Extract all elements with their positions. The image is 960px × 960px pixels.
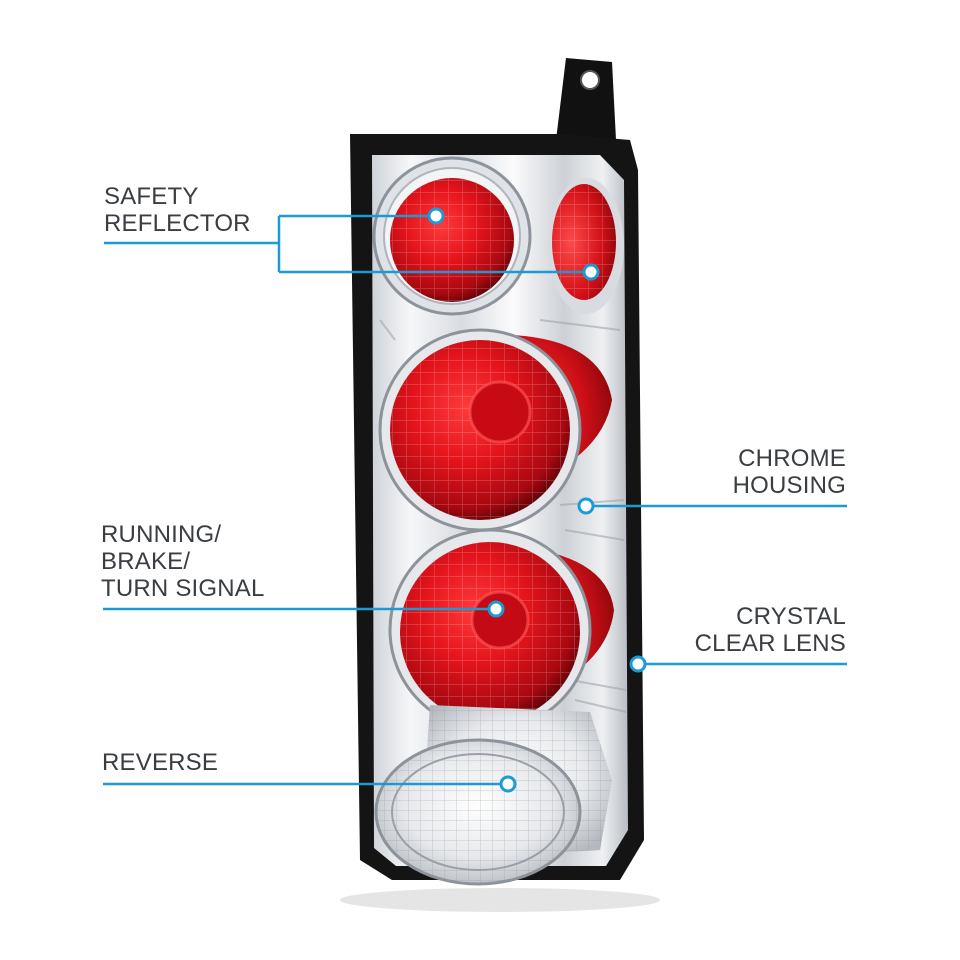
label-line: BRAKE/ (101, 548, 191, 575)
safety-reflector-side (548, 178, 624, 314)
label-line: HOUSING (732, 472, 846, 499)
callout-dot-chrome-housing (577, 497, 595, 515)
upper-brake-lamp (378, 328, 612, 532)
label-line: CRYSTAL (736, 603, 846, 630)
reverse-lamp (374, 705, 612, 886)
label-reverse: REVERSE (102, 749, 218, 776)
callout-dot-safety-reflector-side (582, 263, 600, 281)
label-line: REVERSE (102, 749, 219, 776)
ground-shadow (340, 888, 660, 912)
safety-reflector-round (372, 156, 532, 316)
label-safety-reflector: SAFETY REFLECTOR (104, 183, 251, 237)
callout-dot-crystal-clear-lens (629, 655, 647, 673)
label-line: REFLECTOR (104, 210, 251, 237)
lower-brake-turn-lamp (388, 528, 614, 732)
label-line: TURN SIGNAL (101, 575, 265, 602)
label-line: RUNNING/ (101, 521, 222, 548)
callout-lines (103, 214, 847, 786)
label-chrome-housing: CHROME HOUSING (733, 445, 846, 499)
callout-line-safety-reflector (104, 214, 591, 274)
label-crystal-clear-lens: CRYSTAL CLEAR LENS (695, 603, 846, 657)
label-line: CHROME (738, 445, 846, 472)
mounting-bracket (556, 58, 616, 140)
callout-dot-running-brake-turn (487, 600, 505, 618)
label-running-brake-turn-signal: RUNNING/ BRAKE/ TURN SIGNAL (101, 521, 265, 602)
callout-dot-safety-reflector-round (427, 207, 445, 225)
label-line: CLEAR LENS (694, 630, 846, 657)
callout-dot-reverse (499, 775, 517, 793)
label-line: SAFETY (104, 183, 199, 210)
callout-dots (427, 207, 647, 793)
